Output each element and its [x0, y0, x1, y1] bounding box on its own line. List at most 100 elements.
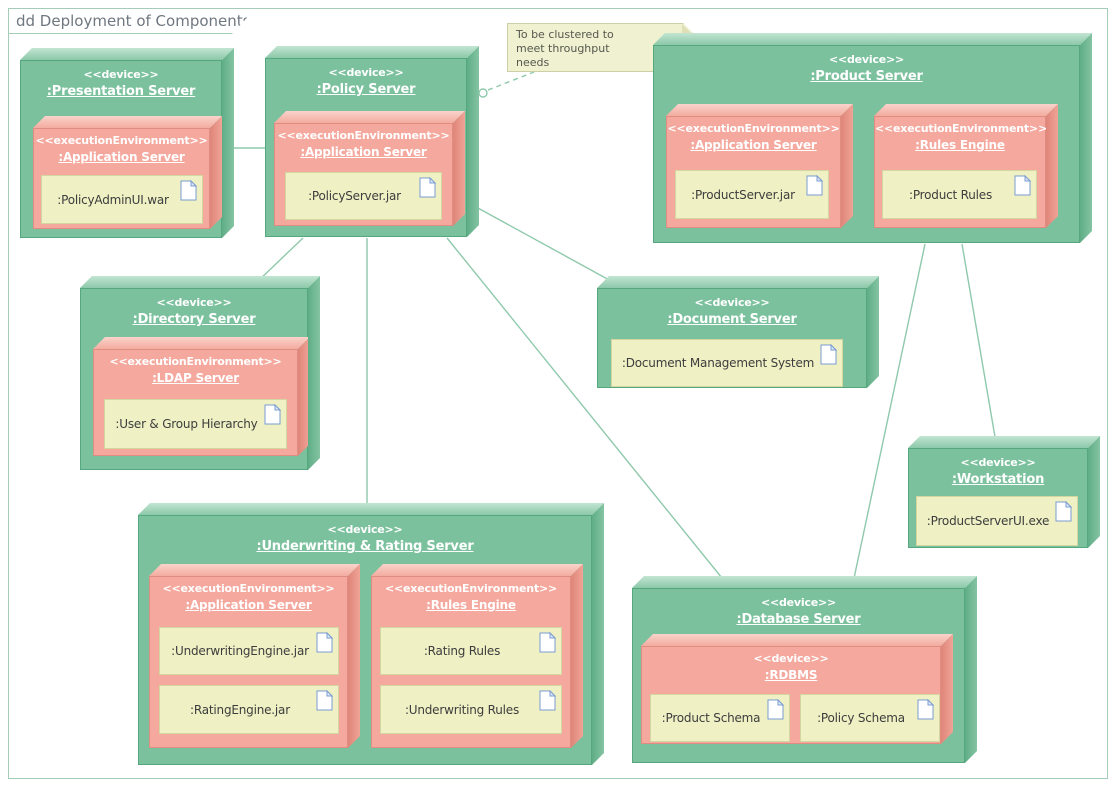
env-name: :Application Server	[58, 150, 185, 164]
document-icon	[539, 690, 556, 711]
document-icon	[806, 175, 823, 196]
document-icon	[180, 180, 197, 201]
stereotype-label: <<executionEnvironment>>	[385, 582, 557, 595]
node-directory-server[interactable]: <<device>> :Directory Server <<execution…	[80, 288, 308, 470]
artifact-ratingengine-jar[interactable]: :RatingEngine.jar	[159, 685, 339, 734]
artifact-label: :Product Rules	[909, 187, 992, 202]
env-rules-engine[interactable]: <<executionEnvironment>> :Rules Engine :…	[371, 576, 571, 748]
document-icon	[1014, 175, 1031, 196]
artifact-label: :Product Schema	[661, 711, 761, 725]
node-rdbms[interactable]: <<device>> :RDBMS :Product Schema :Polic…	[641, 646, 941, 744]
node-workstation[interactable]: <<device>> :Workstation :ProductServerUI…	[908, 448, 1088, 548]
link-policy-document[interactable]	[466, 201, 612, 282]
env-header: <<executionEnvironment>> :Rules Engine	[875, 117, 1047, 152]
link-product-workstation[interactable]	[961, 243, 996, 438]
document-icon	[917, 699, 934, 720]
link-note-policy[interactable]	[487, 71, 535, 91]
env-header: <<executionEnvironment>> :Application Se…	[34, 129, 209, 164]
env-name: :Application Server	[185, 598, 312, 612]
note-fold-corner	[682, 24, 692, 34]
stereotype-label: <<executionEnvironment>>	[109, 355, 282, 368]
env-rules-engine[interactable]: <<executionEnvironment>> :Rules Engine :…	[874, 116, 1047, 228]
artifact-label: :RatingEngine.jar	[190, 702, 290, 717]
stereotype-label: <<device>>	[327, 523, 403, 536]
stereotype-label: <<executionEnvironment>>	[35, 134, 208, 147]
document-icon	[419, 177, 436, 198]
artifact-label: :PolicyServer.jar	[308, 189, 401, 203]
stereotype-label: <<device>>	[753, 652, 829, 665]
env-name: :LDAP Server	[152, 371, 239, 385]
artifact-label: :Policy Schema	[817, 711, 905, 725]
artifact-label: :Rating Rules	[423, 644, 501, 658]
diagram-title: dd Deployment of Components	[8, 8, 256, 34]
artifact-product-schema[interactable]: :Product Schema	[650, 694, 790, 742]
node-header: <<device>> :Underwriting & Rating Server	[139, 516, 591, 554]
stereotype-label: <<executionEnvironment>>	[875, 122, 1047, 135]
env-header: <<executionEnvironment>> :Application Se…	[150, 577, 347, 612]
artifact-policyadminui-war[interactable]: :PolicyAdminUI.war	[41, 175, 203, 224]
artifact-document-management-system[interactable]: :Document Management System	[611, 339, 843, 387]
stereotype-label: <<device>>	[828, 53, 905, 66]
env-header: <<executionEnvironment>> :Application Se…	[275, 124, 452, 159]
artifact-label: :ProductServerUI.exe	[926, 514, 1050, 528]
note-anchor-circle	[478, 88, 488, 98]
artifact-label: :Document Management System	[621, 356, 815, 370]
stereotype-label: <<device>>	[156, 296, 232, 309]
artifact-product-rules[interactable]: :Product Rules	[882, 170, 1037, 219]
stereotype-label: <<device>>	[760, 596, 837, 609]
node-policy-server[interactable]: <<device>> :Policy Server <<executionEnv…	[265, 58, 467, 237]
artifact-productserver-jar[interactable]: :ProductServer.jar	[675, 170, 829, 219]
node-underwriting-rating-server[interactable]: <<device>> :Underwriting & Rating Server…	[138, 515, 592, 765]
artifact-underwriting-rules[interactable]: :Underwriting Rules	[380, 685, 562, 734]
node-header: <<device>> :Workstation	[909, 449, 1087, 487]
artifact-policy-schema[interactable]: :Policy Schema	[800, 694, 940, 742]
node-product-server[interactable]: <<device>> :Product Server <<executionEn…	[653, 45, 1080, 243]
link-policy-database[interactable]	[446, 237, 727, 584]
node-name: :RDBMS	[764, 668, 818, 682]
env-application-server[interactable]: <<executionEnvironment>> :Application Se…	[274, 123, 453, 226]
document-icon	[1055, 501, 1072, 522]
node-header: <<device>> :RDBMS	[642, 647, 940, 682]
node-name: :Document Server	[667, 312, 797, 327]
node-header: <<device>> :Database Server	[633, 589, 964, 627]
node-name: :Database Server	[736, 612, 861, 627]
document-icon	[767, 699, 784, 720]
stereotype-label: <<executionEnvironment>>	[667, 122, 840, 135]
env-header: <<executionEnvironment>> :LDAP Server	[94, 350, 297, 385]
artifact-rating-rules[interactable]: :Rating Rules	[380, 627, 562, 675]
artifact-underwritingengine-jar[interactable]: :UnderwritingEngine.jar	[159, 627, 339, 675]
node-database-server[interactable]: <<device>> :Database Server <<device>> :…	[632, 588, 965, 763]
artifact-productserverui-exe[interactable]: :ProductServerUI.exe	[916, 496, 1078, 546]
artifact-user-group-hierarchy[interactable]: :User & Group Hierarchy	[104, 399, 287, 449]
env-application-server[interactable]: <<executionEnvironment>> :Application Se…	[149, 576, 348, 748]
link-product-database[interactable]	[852, 243, 926, 584]
node-header: <<device>> :Directory Server	[81, 289, 307, 327]
stereotype-label: <<device>>	[83, 68, 159, 81]
stereotype-label: <<executionEnvironment>>	[162, 582, 335, 595]
node-name: :Product Server	[810, 69, 923, 84]
document-icon	[820, 344, 837, 365]
document-icon	[316, 690, 333, 711]
artifact-label: :PolicyAdminUI.war	[57, 192, 169, 207]
env-ldap-server[interactable]: <<executionEnvironment>> :LDAP Server :U…	[93, 349, 298, 456]
stereotype-label: <<device>>	[694, 296, 770, 309]
document-icon	[264, 404, 281, 425]
node-presentation-server[interactable]: <<device>> :Presentation Server <<execut…	[20, 60, 222, 238]
stereotype-label: <<device>>	[328, 66, 404, 79]
node-document-server[interactable]: <<device>> :Document Server :Document Ma…	[597, 288, 867, 388]
node-header: <<device>> :Presentation Server	[21, 61, 221, 99]
env-name: :Application Server	[300, 145, 427, 159]
stereotype-label: <<executionEnvironment>>	[277, 129, 450, 142]
env-application-server[interactable]: <<executionEnvironment>> :Application Se…	[33, 128, 210, 229]
note-text: To be clustered to meet throughput needs	[516, 28, 614, 69]
artifact-label: :User & Group Hierarchy	[115, 417, 258, 431]
env-name: :Rules Engine	[426, 598, 516, 612]
artifact-policyserver-jar[interactable]: :PolicyServer.jar	[285, 172, 442, 220]
env-application-server[interactable]: <<executionEnvironment>> :Application Se…	[666, 116, 841, 228]
env-name: :Application Server	[690, 138, 817, 152]
node-name: :Underwriting & Rating Server	[256, 539, 474, 554]
link-policy-directory[interactable]	[256, 237, 304, 283]
artifact-label: :Underwriting Rules	[404, 702, 520, 717]
